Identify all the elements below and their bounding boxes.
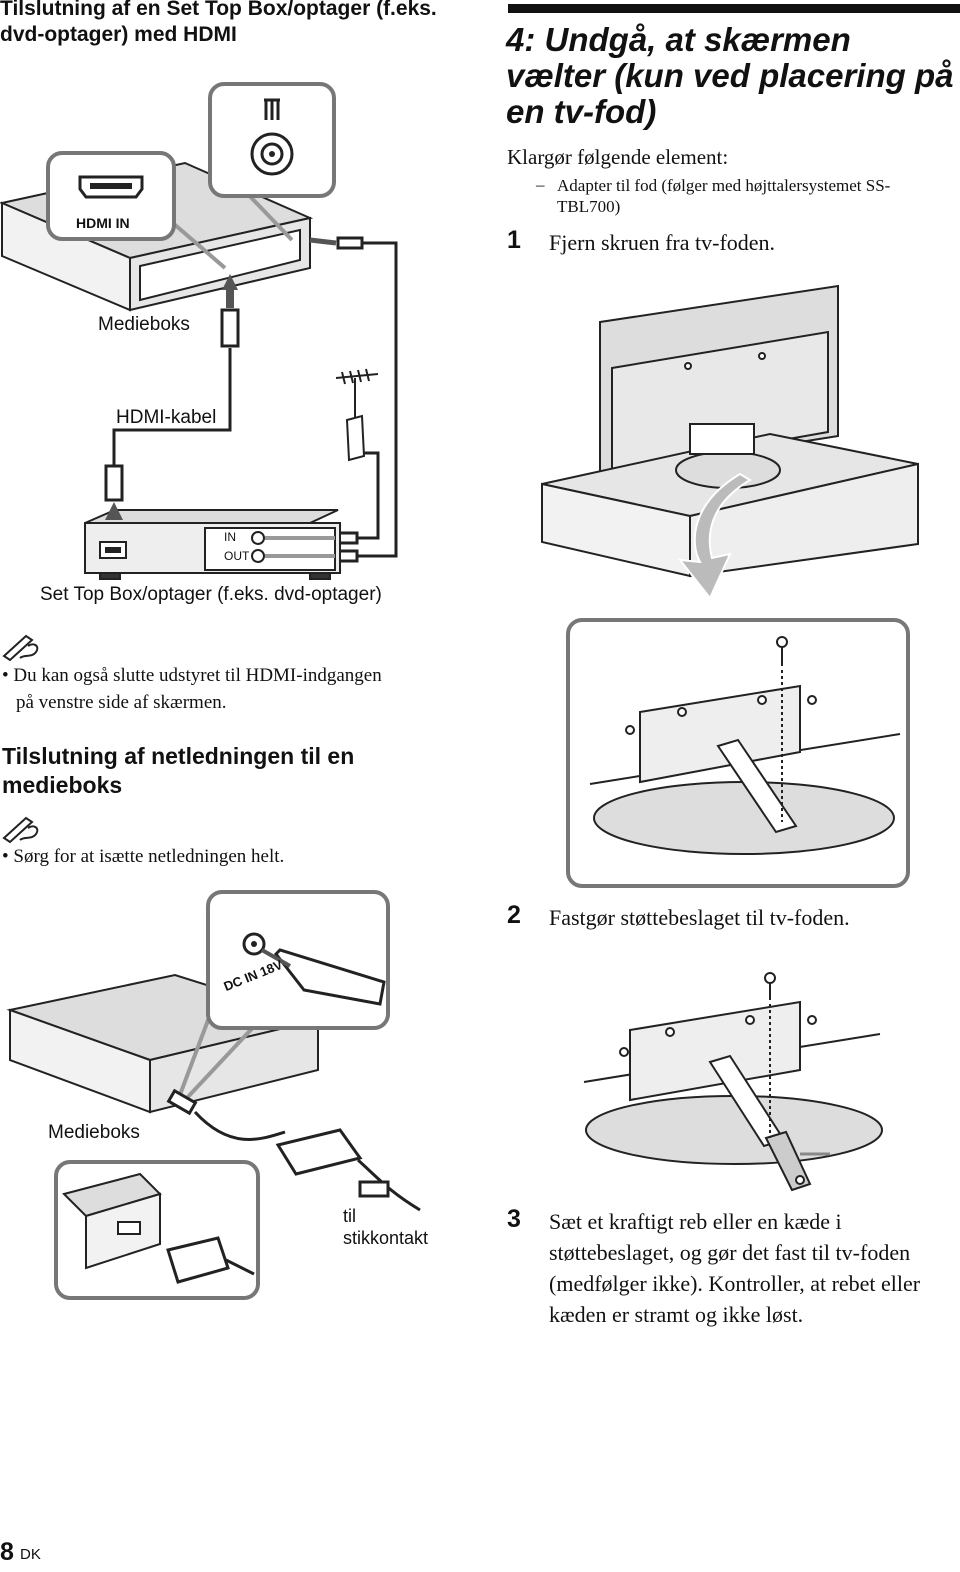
step3-line3: (medfølger ikke). Kontroller, at rebet e… (549, 1271, 921, 1296)
step3-line4: kæden er stramt og ikke løst. (549, 1302, 804, 1327)
label-medieboks-1: Medieboks (98, 314, 190, 335)
step3-line2: støttebeslaget, og gør det fast til tv-f… (549, 1240, 911, 1265)
note1-line2: på venstre side af skærmen. (16, 692, 227, 713)
page-number: 8 (0, 1538, 14, 1566)
note1-line1: • Du kan også slutte udstyret til HDMI-i… (2, 665, 382, 686)
step1-text: Fjern skruen fra tv-foden. (549, 230, 776, 255)
bullet-adapter: Adapter til fod (følger med højttalersys… (557, 176, 891, 216)
step1-number: 1 (507, 226, 521, 254)
power-cable (166, 1088, 421, 1212)
step2-text: Fastgør støttebeslaget til tv-foden. (549, 905, 850, 930)
section-rule (508, 4, 960, 13)
settop-box-drawing (84, 509, 341, 580)
section-heading-hdmi: Tilslutning af en Set Top Box/optager (f… (0, 0, 437, 46)
antenna-icon (335, 368, 379, 462)
hdmi-port-callout: HDMI IN (46, 151, 176, 241)
language-code: DK (20, 1546, 41, 1563)
step2-number: 2 (507, 901, 521, 929)
label-til: til (343, 1206, 356, 1226)
label-medieboks-2: Medieboks (48, 1122, 140, 1143)
step3-number: 3 (507, 1205, 521, 1233)
label-hdmi-kabel: HDMI-kabel (116, 407, 217, 428)
dc-jack-icon (242, 932, 386, 1006)
label-stikkontakt: stikkontakt (343, 1228, 429, 1248)
pencil-note-icon-2 (2, 816, 39, 844)
hdmi-cable (104, 308, 240, 502)
antenna-jack-icon (250, 98, 294, 176)
section-heading-power: Tilslutning af netledningen til en medie… (2, 743, 355, 798)
section-heading-tip-prevention: 4: Undgå, at skærmen vælter (kun ved pla… (506, 21, 954, 130)
antenna-jack-callout (208, 82, 336, 198)
dc-in-callout: DC IN 18V (206, 890, 390, 1030)
bullet-dash: – (536, 175, 545, 194)
pencil-note-icon (2, 634, 39, 662)
hdmi-port-icon (78, 175, 144, 199)
step1-detail-drawing (589, 636, 901, 855)
ac-adapter-icon (62, 1172, 255, 1284)
label-out: OUT (224, 549, 250, 563)
coax-cable (333, 236, 398, 563)
step1-detail-panel (566, 618, 910, 888)
hdmi-port-label: HDMI IN (76, 215, 130, 231)
step3-line1: Sæt et kraftigt reb eller en kæde i (549, 1209, 842, 1234)
label-in: IN (224, 530, 236, 544)
ac-adapter-callout (54, 1160, 260, 1300)
arrow-down-icon (677, 472, 752, 600)
tv-stand-illustration (541, 284, 919, 600)
prep-intro: Klargør følgende element: (507, 145, 729, 169)
note2-text: • Sørg for at isætte netledningen helt. (2, 846, 285, 867)
step2-bracket-drawing (583, 972, 883, 1192)
label-settop-box: Set Top Box/optager (f.eks. dvd-optager) (40, 584, 382, 605)
